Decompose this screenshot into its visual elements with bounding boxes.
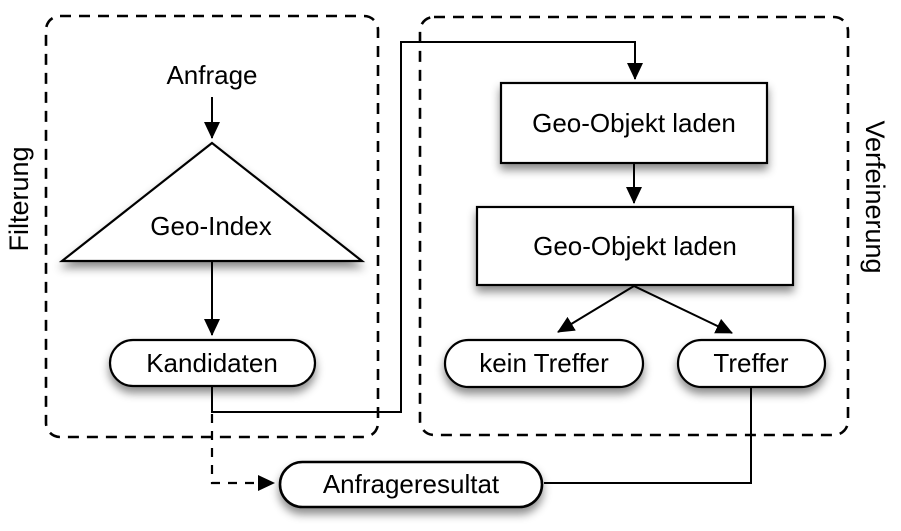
treffer-label: Treffer [713, 348, 788, 378]
edge-treffer-to-anfrageresultat [544, 387, 752, 484]
verfeinerung-group-box [418, 15, 850, 437]
geo-objekt-laden-2-label: Geo-Objekt laden [533, 231, 737, 261]
kandidaten-label: Kandidaten [146, 348, 278, 378]
kein-treffer-pill [443, 338, 645, 389]
treffer-pill [676, 338, 827, 389]
anfrage-label: Anfrage [166, 60, 257, 90]
filterung-group-box [44, 14, 380, 439]
anfrageresultat-label: Anfrageresultat [323, 469, 500, 499]
verfeinerung-group-label: Verfeinerung [860, 120, 890, 273]
anfrageresultat-pill [278, 460, 544, 509]
kandidaten-pill [108, 338, 317, 388]
filterung-group-label: Filterung [4, 146, 34, 251]
edge-kandidaten-to-anfrageresultat-dashed [210, 414, 275, 491]
kein-treffer-label: kein Treffer [479, 348, 609, 378]
geo-objekt-laden-1-label: Geo-Objekt laden [532, 108, 736, 138]
edge-geoobjekt2-to-keintreffer [557, 285, 635, 333]
geo-objekt-laden-1-box [499, 81, 769, 165]
edge-kandidaten-to-geoobjekt1 [211, 41, 643, 413]
geo-index-label: Geo-Index [150, 211, 271, 241]
geo-index-triangle [58, 141, 366, 263]
geo-objekt-laden-2-box [475, 205, 795, 287]
edge-geoobjekt2-to-treffer [633, 285, 733, 334]
